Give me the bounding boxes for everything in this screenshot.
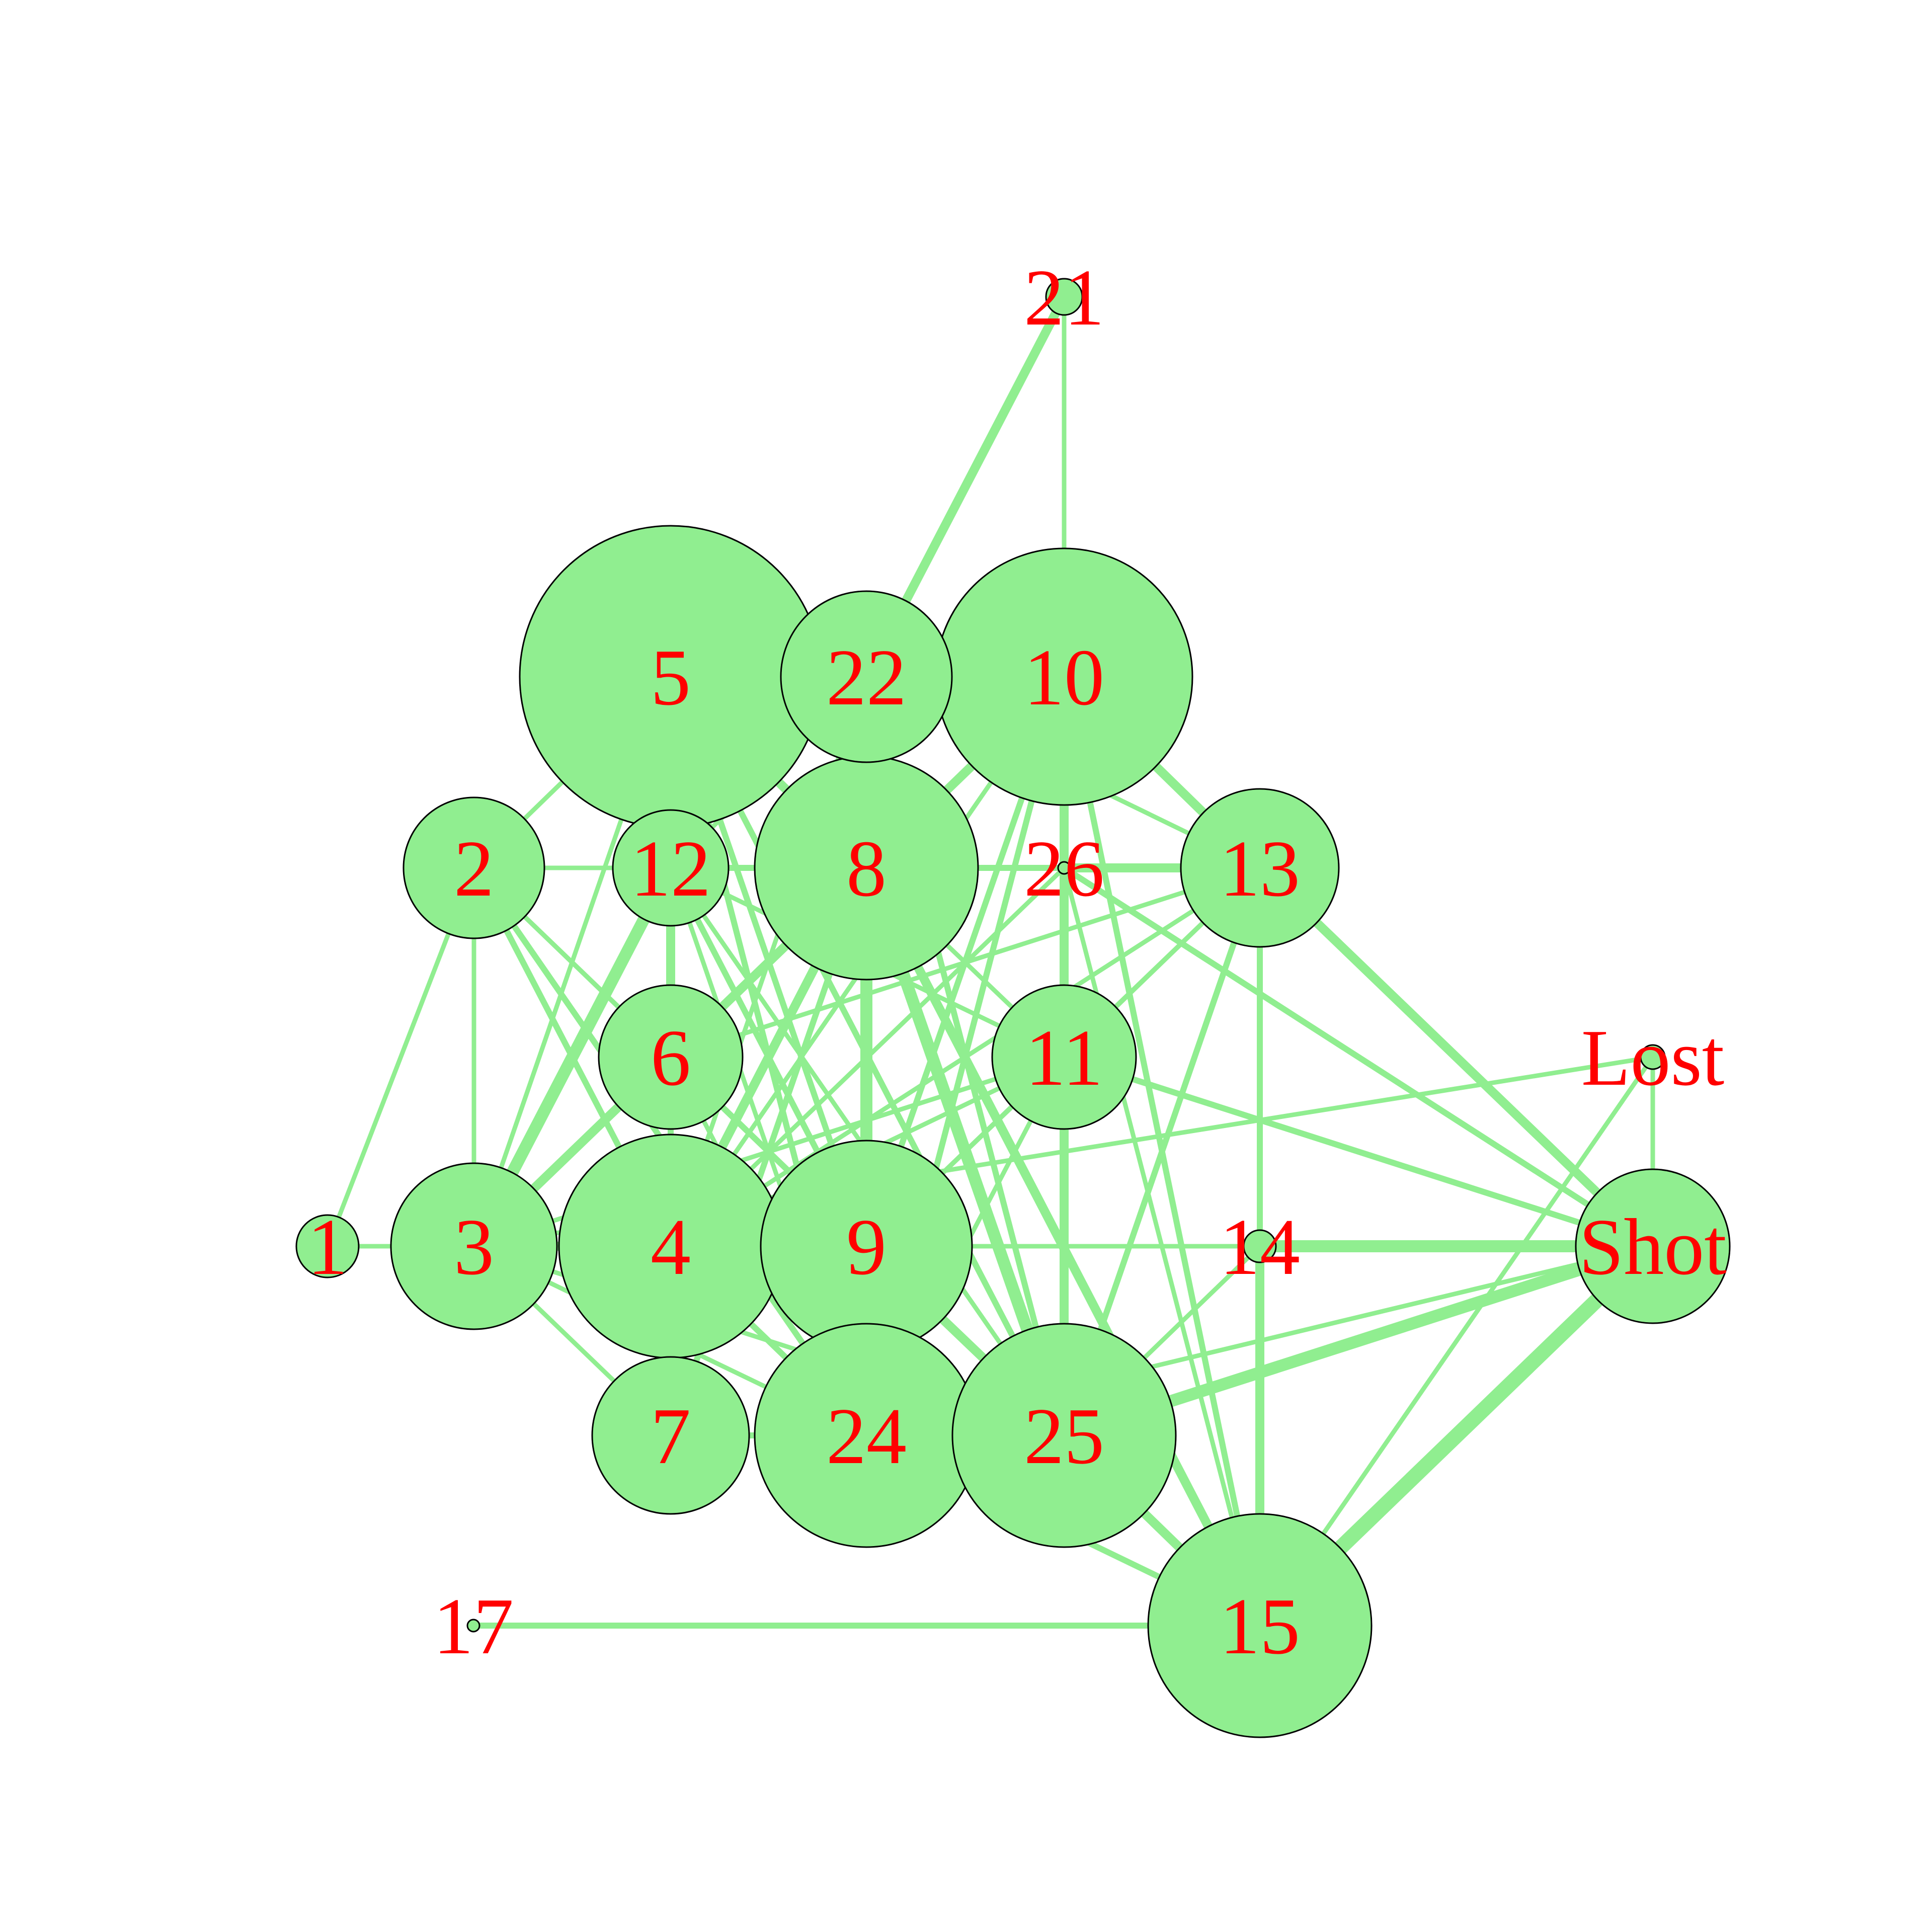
- node-lost: [1640, 1044, 1666, 1070]
- node-label-17: 17: [433, 1581, 514, 1671]
- node-label-11: 11: [1025, 1013, 1103, 1102]
- edge-13-Shot: [1256, 864, 1656, 1250]
- node-label-22: 22: [826, 632, 907, 722]
- node-label-24: 24: [826, 1391, 907, 1481]
- node-26: [1057, 861, 1071, 875]
- node-label-9: 9: [846, 1202, 887, 1292]
- edge-15-Lost: [1258, 1056, 1655, 1627]
- node-12: [612, 809, 730, 927]
- node-label-15: 15: [1220, 1581, 1300, 1671]
- node-7: [591, 1356, 750, 1515]
- node-6: [598, 984, 744, 1130]
- node-14: [1243, 1229, 1277, 1263]
- node-13: [1180, 788, 1340, 948]
- node-25: [951, 1323, 1177, 1548]
- node-label-2: 2: [454, 824, 494, 913]
- node-label-7: 7: [651, 1391, 691, 1481]
- node-label-1: 1: [307, 1202, 348, 1292]
- node-15: [1147, 1513, 1373, 1738]
- node-label-13: 13: [1220, 824, 1300, 913]
- node-2: [403, 796, 545, 939]
- edge-6-13: [670, 865, 1261, 1060]
- node-layer: [295, 278, 1731, 1738]
- node-label-26: 26: [1024, 824, 1104, 913]
- node-21: [1045, 278, 1083, 316]
- node-shot: [1575, 1168, 1731, 1324]
- edge-11-Shot: [1063, 1054, 1654, 1249]
- node-label-25: 25: [1024, 1391, 1104, 1481]
- node-11: [991, 984, 1137, 1130]
- node-label-21: 21: [1024, 253, 1104, 342]
- node-label-6: 6: [651, 1013, 691, 1102]
- node-17: [466, 1619, 480, 1633]
- node-1: [295, 1214, 360, 1278]
- node-22: [780, 590, 953, 763]
- node-label-lost: Lost: [1581, 1013, 1724, 1102]
- node-label-8: 8: [846, 824, 887, 913]
- node-label-14: 14: [1220, 1202, 1300, 1292]
- node-label-4: 4: [651, 1202, 691, 1292]
- node-label-shot: Shot: [1579, 1202, 1726, 1292]
- edge-13-4: [669, 866, 1261, 1248]
- node-label-5: 5: [651, 632, 691, 722]
- node-label-3: 3: [454, 1202, 494, 1292]
- node-label-10: 10: [1024, 632, 1104, 722]
- node-label-12: 12: [630, 824, 711, 913]
- node-3: [390, 1162, 558, 1330]
